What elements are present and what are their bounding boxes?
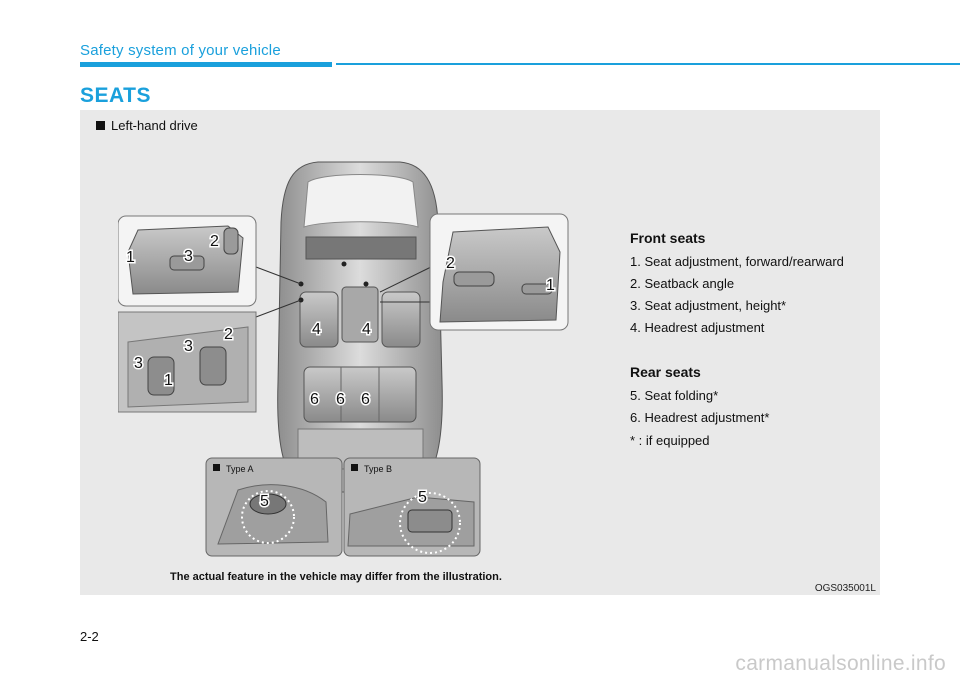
watermark: carmanualsonline.info	[735, 652, 946, 675]
square-bullet-icon	[96, 121, 105, 130]
header-section-title: Safety system of your vehicle	[80, 42, 281, 59]
callout-2-left-lower: 2	[224, 326, 233, 343]
callout-1-right: 1	[546, 277, 555, 294]
inset-right	[429, 213, 569, 331]
callout-1-left-upper: 1	[126, 249, 135, 266]
figure-code: OGS035001L	[814, 583, 876, 594]
figure-caption: The actual feature in the vehicle may di…	[170, 571, 502, 583]
legend-item: 3. Seat adjustment, height*	[630, 298, 787, 313]
leader-lines	[255, 266, 432, 318]
type-b-label: Type B	[364, 464, 392, 474]
legend: Front seats 1. Seat adjustment, forward/…	[630, 230, 950, 448]
illustration-panel: Left-hand drive	[80, 110, 880, 595]
callout-6-center: 6	[336, 391, 345, 408]
legend-item: 1. Seat adjustment, forward/rearward	[630, 254, 844, 269]
callout-2-right: 2	[446, 255, 455, 272]
callout-3-left-lower-b: 3	[134, 355, 143, 372]
callout-4-right: 4	[362, 321, 371, 338]
inset-left-lower	[118, 311, 257, 413]
legend-item: 6. Headrest adjustment*	[630, 410, 770, 425]
callout-4-left: 4	[312, 321, 321, 338]
car-top-view	[277, 161, 443, 493]
inset-type-b: Type B	[343, 457, 481, 557]
rear-seats-heading: Rear seats	[630, 364, 701, 380]
legend-item: 5. Seat folding*	[630, 388, 719, 403]
inset-type-a: Type A	[205, 457, 343, 557]
callout-5-type-a: 5	[260, 493, 269, 510]
header-rule-thick	[80, 62, 332, 67]
legend-item: 2. Seatback angle	[630, 276, 735, 291]
panel-label-text: Left-hand drive	[111, 118, 198, 133]
panel-label: Left-hand drive	[96, 118, 198, 133]
callout-2-left-upper: 2	[210, 233, 219, 250]
seats-illustration: Type A Type B 2 3 1 2 3 3 1 4 4 6 6	[118, 161, 569, 557]
inset-left-upper	[118, 215, 257, 307]
header-rule-thin	[336, 63, 960, 65]
page-heading: SEATS	[80, 84, 151, 107]
callout-6-right: 6	[361, 391, 370, 408]
page-number: 2-2	[80, 629, 99, 644]
legend-item: 4. Headrest adjustment	[630, 320, 765, 335]
front-seats-heading: Front seats	[630, 230, 706, 246]
type-a-label: Type A	[226, 464, 254, 474]
callout-1-left-lower: 1	[164, 372, 173, 389]
callout-5-type-b: 5	[418, 489, 427, 506]
callout-3-left-lower-a: 3	[184, 338, 193, 355]
legend-footnote: * : if equipped	[630, 433, 710, 448]
callout-3-left-upper: 3	[184, 248, 193, 265]
callout-6-left: 6	[310, 391, 319, 408]
